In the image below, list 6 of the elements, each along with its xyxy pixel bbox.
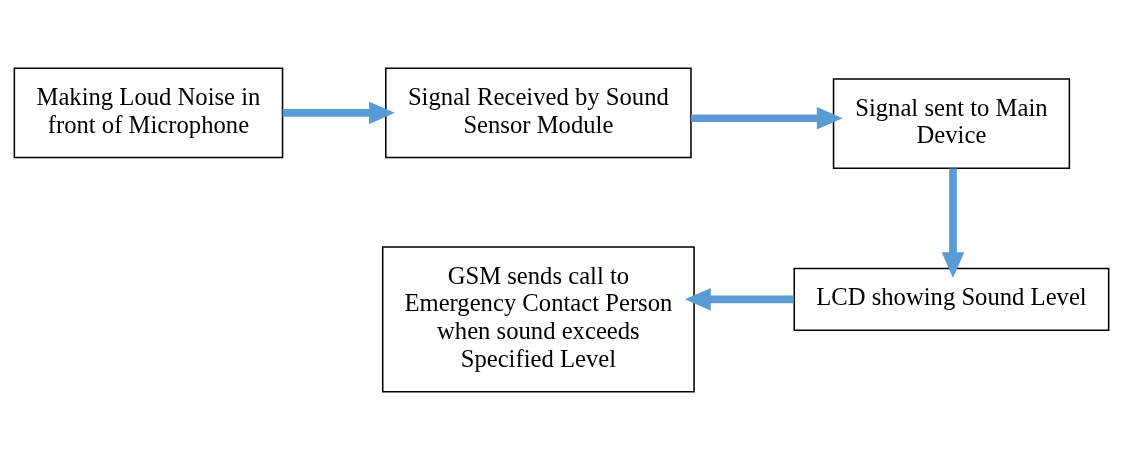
- node-box: LCD showing Sound Level: [793, 267, 1110, 331]
- node-box: Making Loud Noise in front of Microphone: [13, 66, 284, 158]
- node-box: Signal Received by Sound Sensor Module: [385, 66, 692, 158]
- arrow: [941, 167, 965, 278]
- node-box: Signal sent to Main Device: [832, 77, 1071, 169]
- node-box: GSM sends call to Emergency Contact Person when sound exceeds Specified Level: [381, 245, 695, 393]
